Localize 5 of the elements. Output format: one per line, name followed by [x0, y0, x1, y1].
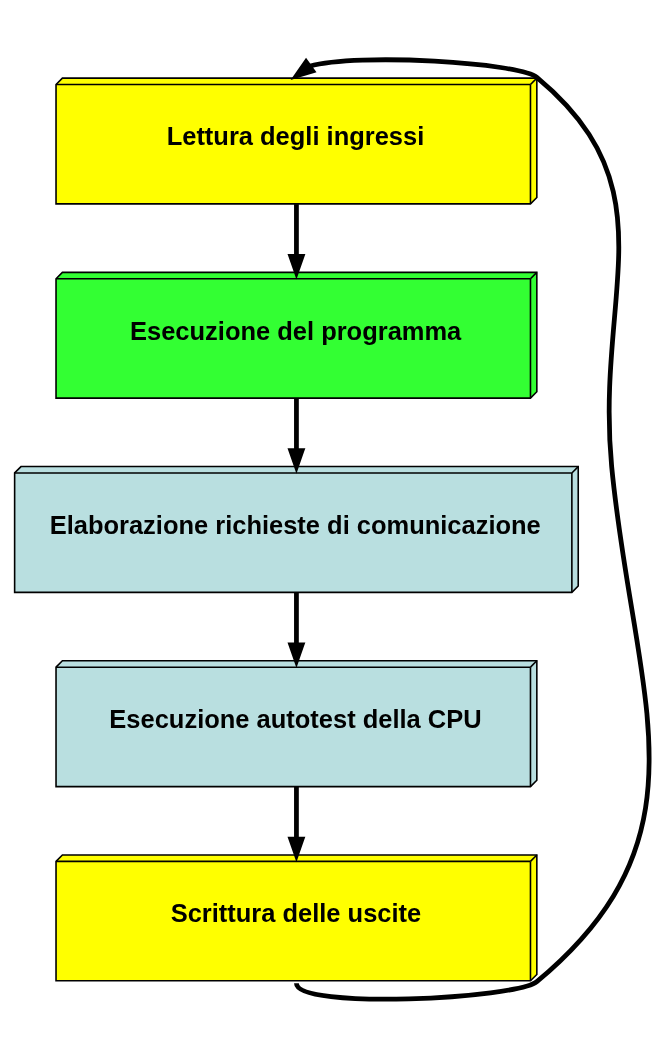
arrow — [287, 786, 306, 863]
arrow — [287, 398, 306, 474]
arrow — [287, 204, 306, 280]
arrow — [290, 57, 652, 1002]
arrow — [287, 592, 306, 668]
